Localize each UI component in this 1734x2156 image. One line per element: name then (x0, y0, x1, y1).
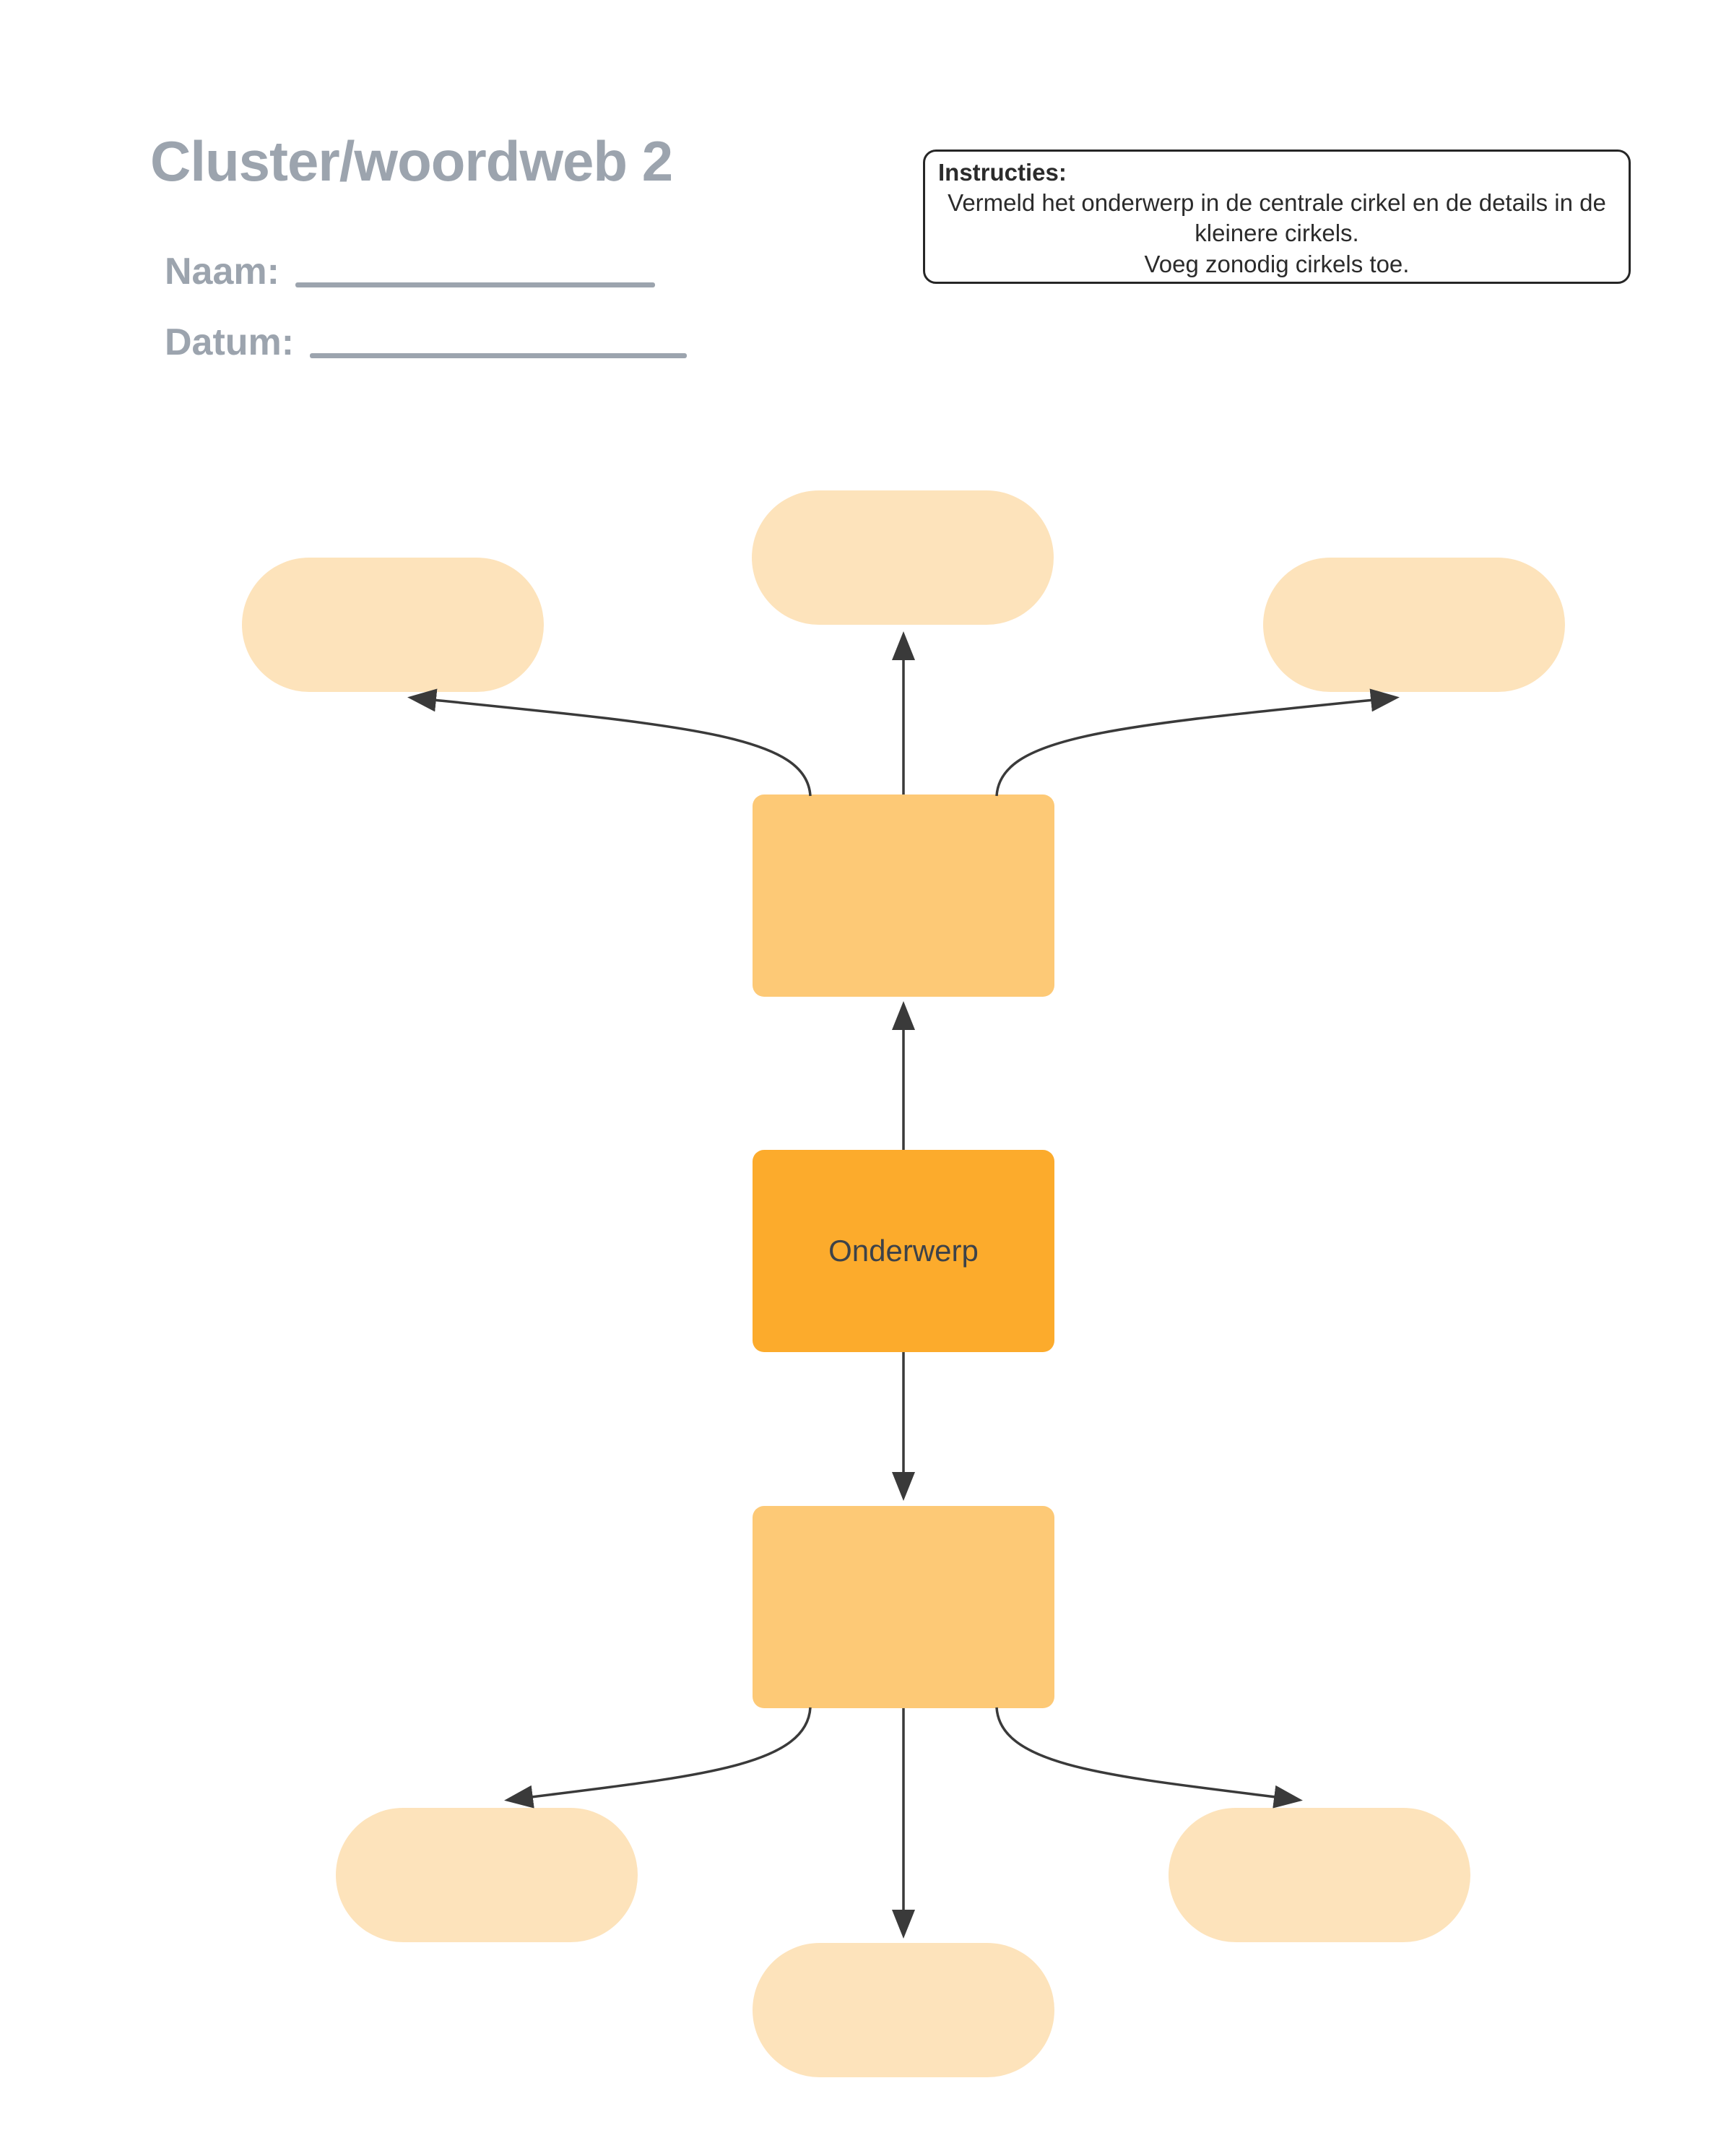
leaf-node-right[interactable] (1263, 558, 1565, 692)
date-label: Datum: (165, 321, 295, 363)
center-topic-node[interactable]: Onderwerp (753, 1150, 1054, 1352)
name-label: Naam: (165, 251, 279, 293)
instructions-body: Vermeld het onderwerp in de centrale cir… (948, 189, 1606, 247)
instructions-box: Instructies: Vermeld het onderwerp in de… (923, 150, 1631, 284)
name-input-line[interactable] (295, 282, 655, 287)
connector-branch-bottom-to-leaf-bottom-right (995, 1707, 1303, 1809)
connector-branch-bottom-to-leaf-bottom-left (504, 1707, 812, 1809)
page-title: Cluster/woordweb 2 (150, 129, 673, 193)
branch-node-top[interactable] (753, 795, 1054, 997)
branch-node-bottom[interactable] (753, 1506, 1054, 1708)
center-topic-label: Onderwerp (828, 1234, 979, 1268)
leaf-node-left[interactable] (242, 558, 544, 692)
leaf-node-bottom[interactable] (753, 1943, 1054, 2077)
leaf-node-bottom-left[interactable] (336, 1808, 638, 1942)
instructions-body-2: Voeg zonodig cirkels toe. (1144, 250, 1410, 277)
name-field: Naam: (165, 250, 655, 293)
date-field: Datum: (165, 321, 688, 364)
connector-branch-top-to-leaf-right (995, 688, 1400, 797)
instructions-heading: Instructies: (938, 159, 1067, 186)
leaf-node-bottom-right[interactable] (1169, 1808, 1470, 1942)
date-input-line[interactable] (310, 353, 688, 358)
connector-branch-top-to-leaf-left (407, 688, 812, 797)
leaf-node-top[interactable] (752, 490, 1054, 625)
